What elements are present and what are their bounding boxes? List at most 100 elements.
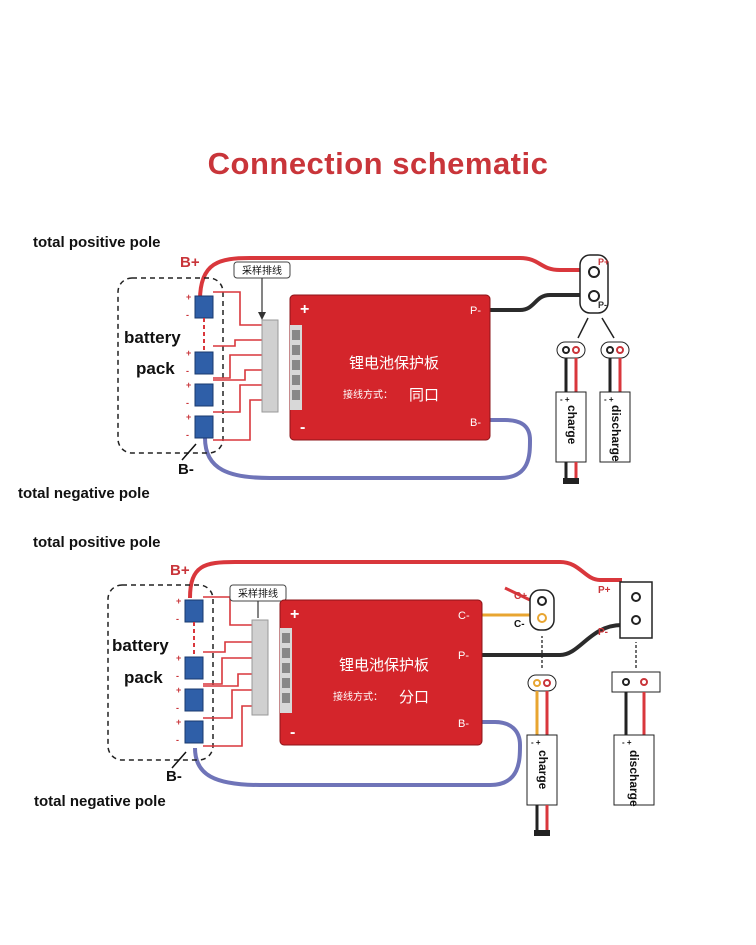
board-plus: + bbox=[290, 606, 299, 623]
cell-minus: - bbox=[186, 366, 189, 376]
cell-minus: - bbox=[176, 614, 179, 624]
cell-plus: + bbox=[176, 653, 181, 663]
battery-pack-box bbox=[117, 277, 224, 454]
cell-plus: + bbox=[186, 412, 191, 422]
diagram-same-port: + - + - + - + - 采样排线 bbox=[18, 234, 631, 502]
bminus-arrow bbox=[171, 751, 187, 769]
cell-minus: - bbox=[176, 671, 179, 681]
cell-plus: + bbox=[176, 717, 181, 727]
sampling-wires bbox=[203, 596, 252, 747]
discharge-polarity: - + bbox=[622, 738, 632, 747]
board-p-minus: P- bbox=[458, 650, 469, 662]
charge-plug bbox=[527, 674, 557, 692]
cell-plus: + bbox=[186, 292, 191, 302]
pack-label: pack bbox=[124, 668, 163, 687]
battery-cells bbox=[184, 599, 204, 744]
discharge-label: discharge bbox=[627, 750, 641, 807]
board-p-minus: P- bbox=[470, 305, 481, 317]
battery-cell bbox=[194, 415, 214, 439]
battery-cell bbox=[184, 720, 204, 744]
charge-polarity: - + bbox=[560, 395, 570, 404]
discharge-plug bbox=[600, 341, 630, 359]
output-port bbox=[579, 254, 609, 314]
cell-minus: - bbox=[176, 703, 179, 713]
cell-minus: - bbox=[176, 735, 179, 745]
sampling-connector bbox=[261, 319, 279, 413]
port-p-plus: P+ bbox=[598, 585, 611, 596]
board-mode: 同口 bbox=[409, 386, 439, 404]
port-p-minus: P- bbox=[598, 300, 607, 310]
board-plus: + bbox=[300, 301, 309, 318]
pminus-wire bbox=[490, 293, 585, 312]
battery-cell bbox=[184, 688, 204, 712]
sampling-wires bbox=[213, 291, 262, 441]
positive-wire bbox=[188, 560, 622, 599]
discharge-label: discharge bbox=[609, 405, 623, 462]
cell-plus: + bbox=[186, 380, 191, 390]
discharge-box bbox=[599, 391, 631, 463]
charge-box bbox=[526, 734, 558, 806]
sampling-label: 采样排线 bbox=[242, 264, 282, 277]
charge-box bbox=[555, 391, 587, 463]
bplus-label: B+ bbox=[180, 254, 200, 271]
board-pins bbox=[280, 628, 292, 713]
battery-cell bbox=[184, 599, 204, 623]
port-c-plus: C+ bbox=[514, 591, 527, 602]
arrow bbox=[577, 317, 589, 339]
port-c-minus: C- bbox=[514, 619, 525, 630]
diagram-separate-port: + - + - + - + - 采样排线 bbox=[33, 534, 661, 836]
cell-minus: - bbox=[186, 430, 189, 440]
bminus-label: B- bbox=[178, 461, 194, 478]
discharge-plug bbox=[611, 671, 661, 693]
battery-cell bbox=[194, 295, 214, 319]
battery-cell bbox=[194, 383, 214, 407]
total-negative-label: total negative pole bbox=[18, 485, 150, 502]
sampling-connector bbox=[251, 619, 269, 716]
port-terminal bbox=[588, 290, 600, 302]
board-name: 锂电池保护板 bbox=[349, 354, 439, 372]
pack-label: pack bbox=[136, 359, 175, 378]
board-pins bbox=[290, 325, 302, 410]
battery-label: battery bbox=[112, 636, 169, 655]
battery-cell bbox=[194, 351, 214, 375]
total-negative-label: total negative pole bbox=[34, 793, 166, 810]
diagram-title: Connection schematic bbox=[207, 146, 549, 181]
pminus-wire bbox=[482, 623, 623, 657]
port-terminal bbox=[588, 266, 600, 278]
bplus-label: B+ bbox=[170, 562, 190, 579]
arrow bbox=[601, 317, 615, 339]
total-positive-label: total positive pole bbox=[33, 234, 161, 251]
negative-wire bbox=[193, 720, 523, 787]
charge-plug bbox=[556, 341, 586, 359]
total-positive-label: total positive pole bbox=[33, 534, 161, 551]
cell-minus: - bbox=[186, 310, 189, 320]
charge-port bbox=[529, 589, 555, 631]
charge-polarity: - + bbox=[531, 738, 541, 747]
bminus-arrow bbox=[181, 443, 197, 461]
port-p-plus: P+ bbox=[598, 257, 609, 267]
cell-minus: - bbox=[186, 398, 189, 408]
cell-plus: + bbox=[186, 348, 191, 358]
charge-positive-wire bbox=[504, 586, 531, 602]
board-c-minus: C- bbox=[458, 610, 470, 622]
battery-cells bbox=[194, 295, 214, 439]
battery-pack-box bbox=[107, 584, 214, 761]
sampling-label: 采样排线 bbox=[238, 587, 278, 600]
arrow-head bbox=[258, 312, 266, 320]
battery-cell bbox=[184, 656, 204, 680]
board-b-minus: B- bbox=[458, 718, 469, 730]
bminus-label: B- bbox=[166, 768, 182, 785]
cell-plus: + bbox=[176, 596, 181, 606]
battery-label: battery bbox=[124, 328, 181, 347]
negative-wire bbox=[203, 418, 533, 480]
cell-plus: + bbox=[176, 685, 181, 695]
board-name: 锂电池保护板 bbox=[339, 656, 429, 674]
board-mode: 分口 bbox=[399, 688, 429, 706]
charge-label: charge bbox=[536, 750, 550, 790]
board-b-minus: B- bbox=[470, 417, 481, 429]
board-minus: - bbox=[290, 724, 295, 741]
port-p-minus: P- bbox=[598, 627, 608, 638]
discharge-port bbox=[619, 581, 653, 639]
discharge-box bbox=[613, 734, 655, 806]
